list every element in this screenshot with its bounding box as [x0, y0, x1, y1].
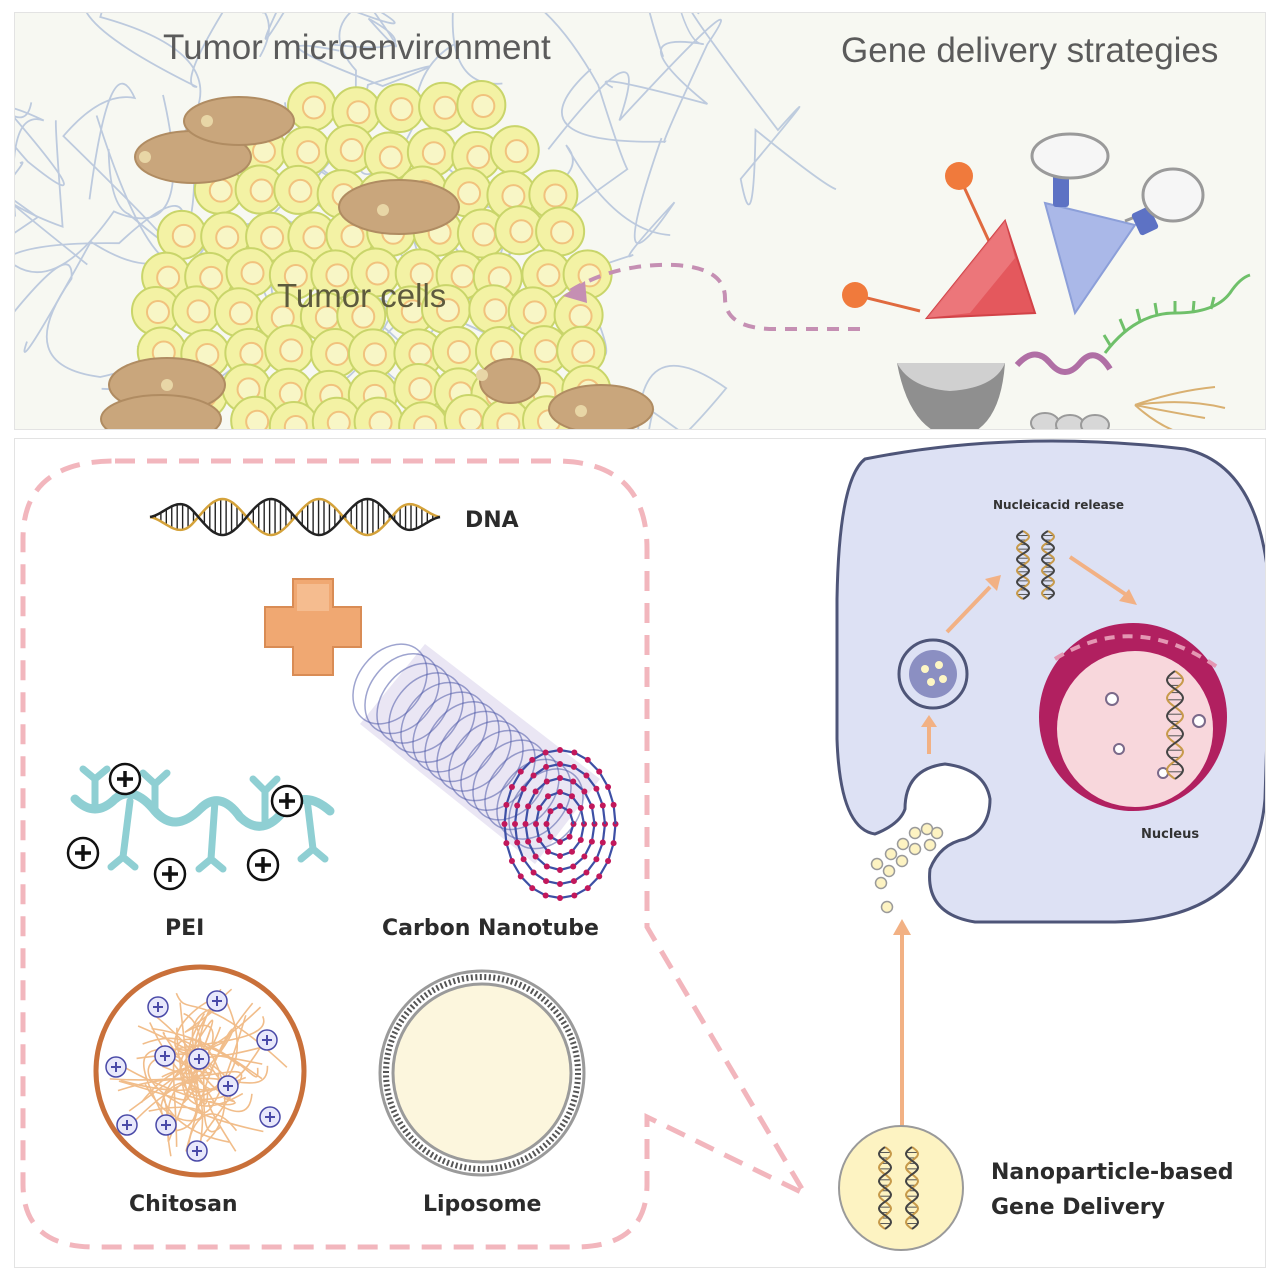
- tumor-cell: [394, 248, 445, 299]
- grey-bowl-carrier: [897, 363, 1005, 429]
- tumor-cell: [489, 125, 540, 176]
- delivery-path-arrowhead: [563, 281, 587, 303]
- tumor-cell: [224, 327, 275, 378]
- purple-rna-strand: [1014, 351, 1113, 375]
- positive-charge-icon: [155, 1114, 177, 1136]
- green-polymer-strand: [1102, 273, 1251, 354]
- tumor-cell: [553, 290, 604, 341]
- tumor-cell: [268, 400, 319, 429]
- tumor-microenvironment-panel: Tumor microenvironment Gene delivery str…: [14, 12, 1266, 430]
- positive-charge-icon: [105, 1056, 127, 1078]
- tumor-cell: [456, 79, 507, 130]
- dna-label: DNA: [465, 508, 519, 533]
- tumor-cell: [286, 81, 337, 132]
- positive-charge-icon: [116, 1114, 138, 1136]
- nanoparticle-carrier-icon: [838, 1125, 964, 1251]
- tumor-cell: [213, 287, 264, 338]
- positive-charge-icon: [259, 1106, 281, 1128]
- stromal-cells: [100, 96, 654, 429]
- carbon-nanotube-icon: [352, 643, 619, 901]
- tumor-cell: [518, 325, 569, 376]
- positive-charge-icon: [147, 996, 169, 1018]
- nucleus-label: Nucleus: [1141, 827, 1199, 842]
- tumor-cell: [374, 83, 425, 134]
- positive-charge-icon: [206, 990, 228, 1012]
- carrier-types-callout-frame: [20, 458, 812, 1250]
- positive-charge-icon: [153, 857, 187, 891]
- nanoparticle-delivery-panel: DNA PEI Carbon Nanotube: [14, 438, 1266, 1268]
- red-triangle-carrier: [842, 162, 1037, 320]
- tumor-cell: [324, 124, 375, 175]
- tumor-cell: [273, 164, 324, 215]
- delivery-label-line2: Gene Delivery: [991, 1195, 1165, 1220]
- nanoparticle-delivery-illustration: DNA PEI Carbon Nanotube: [20, 439, 1265, 1251]
- tumor-cell: [350, 247, 401, 298]
- tumor-cell: [521, 249, 572, 300]
- positive-charge-icon: [108, 762, 142, 796]
- tumor-cells-label: Tumor cells: [277, 277, 446, 314]
- positive-charge-icon: [246, 848, 280, 882]
- tumor-cell: [230, 395, 281, 429]
- tumor-cell: [310, 249, 361, 300]
- pei-label: PEI: [165, 916, 204, 941]
- delivery-label-line1: Nanoparticle-based: [991, 1160, 1234, 1185]
- tumor-cell: [347, 328, 398, 379]
- positive-charge-icon: [217, 1075, 239, 1097]
- chitosan-nanoparticle-icon: [93, 964, 307, 1178]
- tumor-cell: [385, 285, 436, 336]
- positive-charge-icon: [154, 1045, 176, 1067]
- nanoparticle-beads: [870, 822, 944, 914]
- tumor-microenvironment-title: Tumor microenvironment: [163, 28, 551, 67]
- positive-charge-icon: [256, 1029, 278, 1051]
- tumor-cell: [398, 401, 449, 429]
- blue-triangle-carrier: [1030, 132, 1205, 316]
- tumor-cell: [468, 284, 519, 335]
- plus-icon: [264, 578, 362, 676]
- positive-charge-icon: [270, 784, 304, 818]
- tumor-cell: [535, 206, 586, 257]
- positive-charge-icon: [188, 1048, 210, 1070]
- tumor-microenvironment-illustration: Tumor microenvironment Gene delivery str…: [15, 13, 1251, 429]
- pei-positive-charges: [66, 762, 304, 891]
- nucleic-acid-release-label: Nucleicacid release: [993, 498, 1124, 512]
- released-nucleic-acid-icon: [1015, 530, 1056, 600]
- liposome-label: Liposome: [423, 1192, 541, 1217]
- tumor-cell: [264, 324, 315, 375]
- pei-polymer-icon: [66, 762, 335, 891]
- gene-delivery-strategies-title: Gene delivery strategies: [841, 31, 1218, 70]
- delivery-path-dashed: [568, 262, 860, 331]
- pathway-arrows: [893, 555, 1137, 1159]
- carbon-nanotube-label: Carbon Nanotube: [382, 916, 599, 941]
- cell-uptake-diagram: Nucleicacid release Nucleus Nanoparticle: [835, 439, 1265, 1251]
- stromal-cell: [548, 384, 654, 429]
- tumor-cell: [234, 164, 285, 215]
- tan-fiber-bundle: [1134, 386, 1226, 429]
- positive-charge-icon: [186, 1140, 208, 1162]
- tumor-cell: [443, 394, 494, 429]
- endosome: [897, 638, 969, 710]
- stromal-cell: [338, 179, 460, 235]
- tumor-cell: [268, 250, 319, 301]
- stromal-cell: [476, 358, 541, 404]
- tumor-cell: [156, 209, 207, 260]
- positive-charge-icon: [66, 836, 100, 870]
- tumor-cell: [494, 205, 545, 256]
- tumor-cell: [225, 247, 276, 298]
- nucleus: [1039, 623, 1227, 811]
- liposome-icon: [378, 969, 586, 1177]
- stromal-cell: [100, 394, 222, 429]
- tumor-cell: [310, 327, 361, 378]
- tumor-cell: [556, 325, 607, 376]
- chitosan-label: Chitosan: [129, 1192, 238, 1217]
- stromal-cell: [183, 96, 295, 146]
- grey-beads-strand: [1030, 412, 1110, 429]
- dna-helix-icon: [149, 497, 441, 537]
- tumor-cell: [171, 285, 222, 336]
